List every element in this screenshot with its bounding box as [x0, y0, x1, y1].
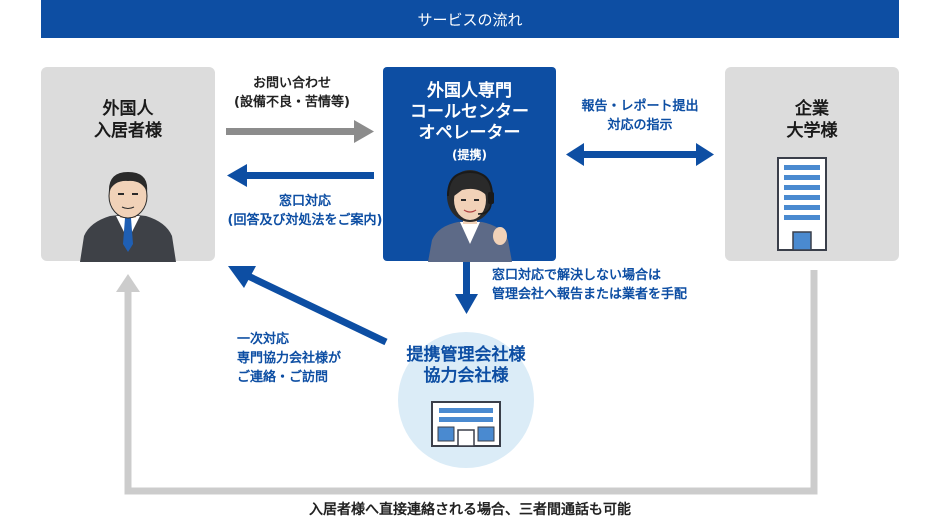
company-line-2: 大学様 — [786, 121, 838, 141]
report-line-1: 報告・レポート提出 — [581, 99, 699, 114]
first-response-label: 一次対応 専門協力会社様が ご連絡・ご訪問 — [237, 330, 377, 387]
partner-line-2: 協力会社様 — [423, 366, 509, 386]
first-line-1: 一次対応 — [237, 332, 290, 347]
callcenter-box: 外国人専門 コールセンター オペレーター (提携) — [383, 67, 556, 261]
reply-label: 窓口対応 (回答及び対処法をご案内) — [220, 192, 390, 230]
partner-line-1: 提携管理会社様 — [406, 345, 526, 365]
inquiry-arrow — [226, 120, 374, 143]
first-line-3: ご連絡・ご訪問 — [237, 370, 329, 385]
escalate-line-2: 管理会社へ報告または業者を手配 — [492, 287, 688, 302]
callcenter-line-1: 外国人専門 — [427, 81, 512, 101]
callcenter-line-3: オペレーター — [418, 123, 521, 143]
resident-line-1: 外国人 — [102, 99, 154, 119]
section-header: サービスの流れ — [41, 0, 899, 38]
first-line-2: 専門協力会社様が — [237, 351, 342, 366]
return-path — [116, 270, 818, 495]
inquiry-line-2: (設備不良・苦情等) — [234, 95, 350, 110]
escalate-label: 窓口対応で解決しない場合は 管理会社へ報告または業者を手配 — [492, 266, 732, 304]
resident-box: 外国人 入居者様 — [41, 67, 215, 261]
header-title: サービスの流れ — [417, 10, 523, 29]
inquiry-label: お問い合わせ (設備不良・苦情等) — [222, 74, 362, 112]
company-line-1: 企業 — [795, 99, 829, 119]
bottom-note: 入居者様へ直接連絡される場合、三者間通話も可能 — [309, 502, 631, 518]
reply-line-2: (回答及び対処法をご案内) — [227, 213, 383, 228]
partner-title: 提携管理会社様 協力会社様 — [372, 345, 560, 387]
company-box: 企業 大学様 — [725, 67, 899, 261]
escalate-line-1: 窓口対応で解決しない場合は — [492, 268, 662, 283]
callcenter-sub: (提携) — [452, 148, 487, 162]
resident-line-2: 入居者様 — [94, 121, 162, 141]
report-arrow — [566, 143, 714, 166]
escalate-arrow — [455, 262, 478, 314]
report-label: 報告・レポート提出 対応の指示 — [565, 97, 715, 135]
report-line-2: 対応の指示 — [607, 118, 673, 133]
inquiry-line-1: お問い合わせ — [252, 76, 331, 91]
first-response-arrow — [228, 266, 388, 346]
reply-line-1: 窓口対応 — [278, 194, 331, 209]
reply-arrow — [227, 164, 374, 187]
callcenter-line-2: コールセンター — [410, 102, 529, 122]
